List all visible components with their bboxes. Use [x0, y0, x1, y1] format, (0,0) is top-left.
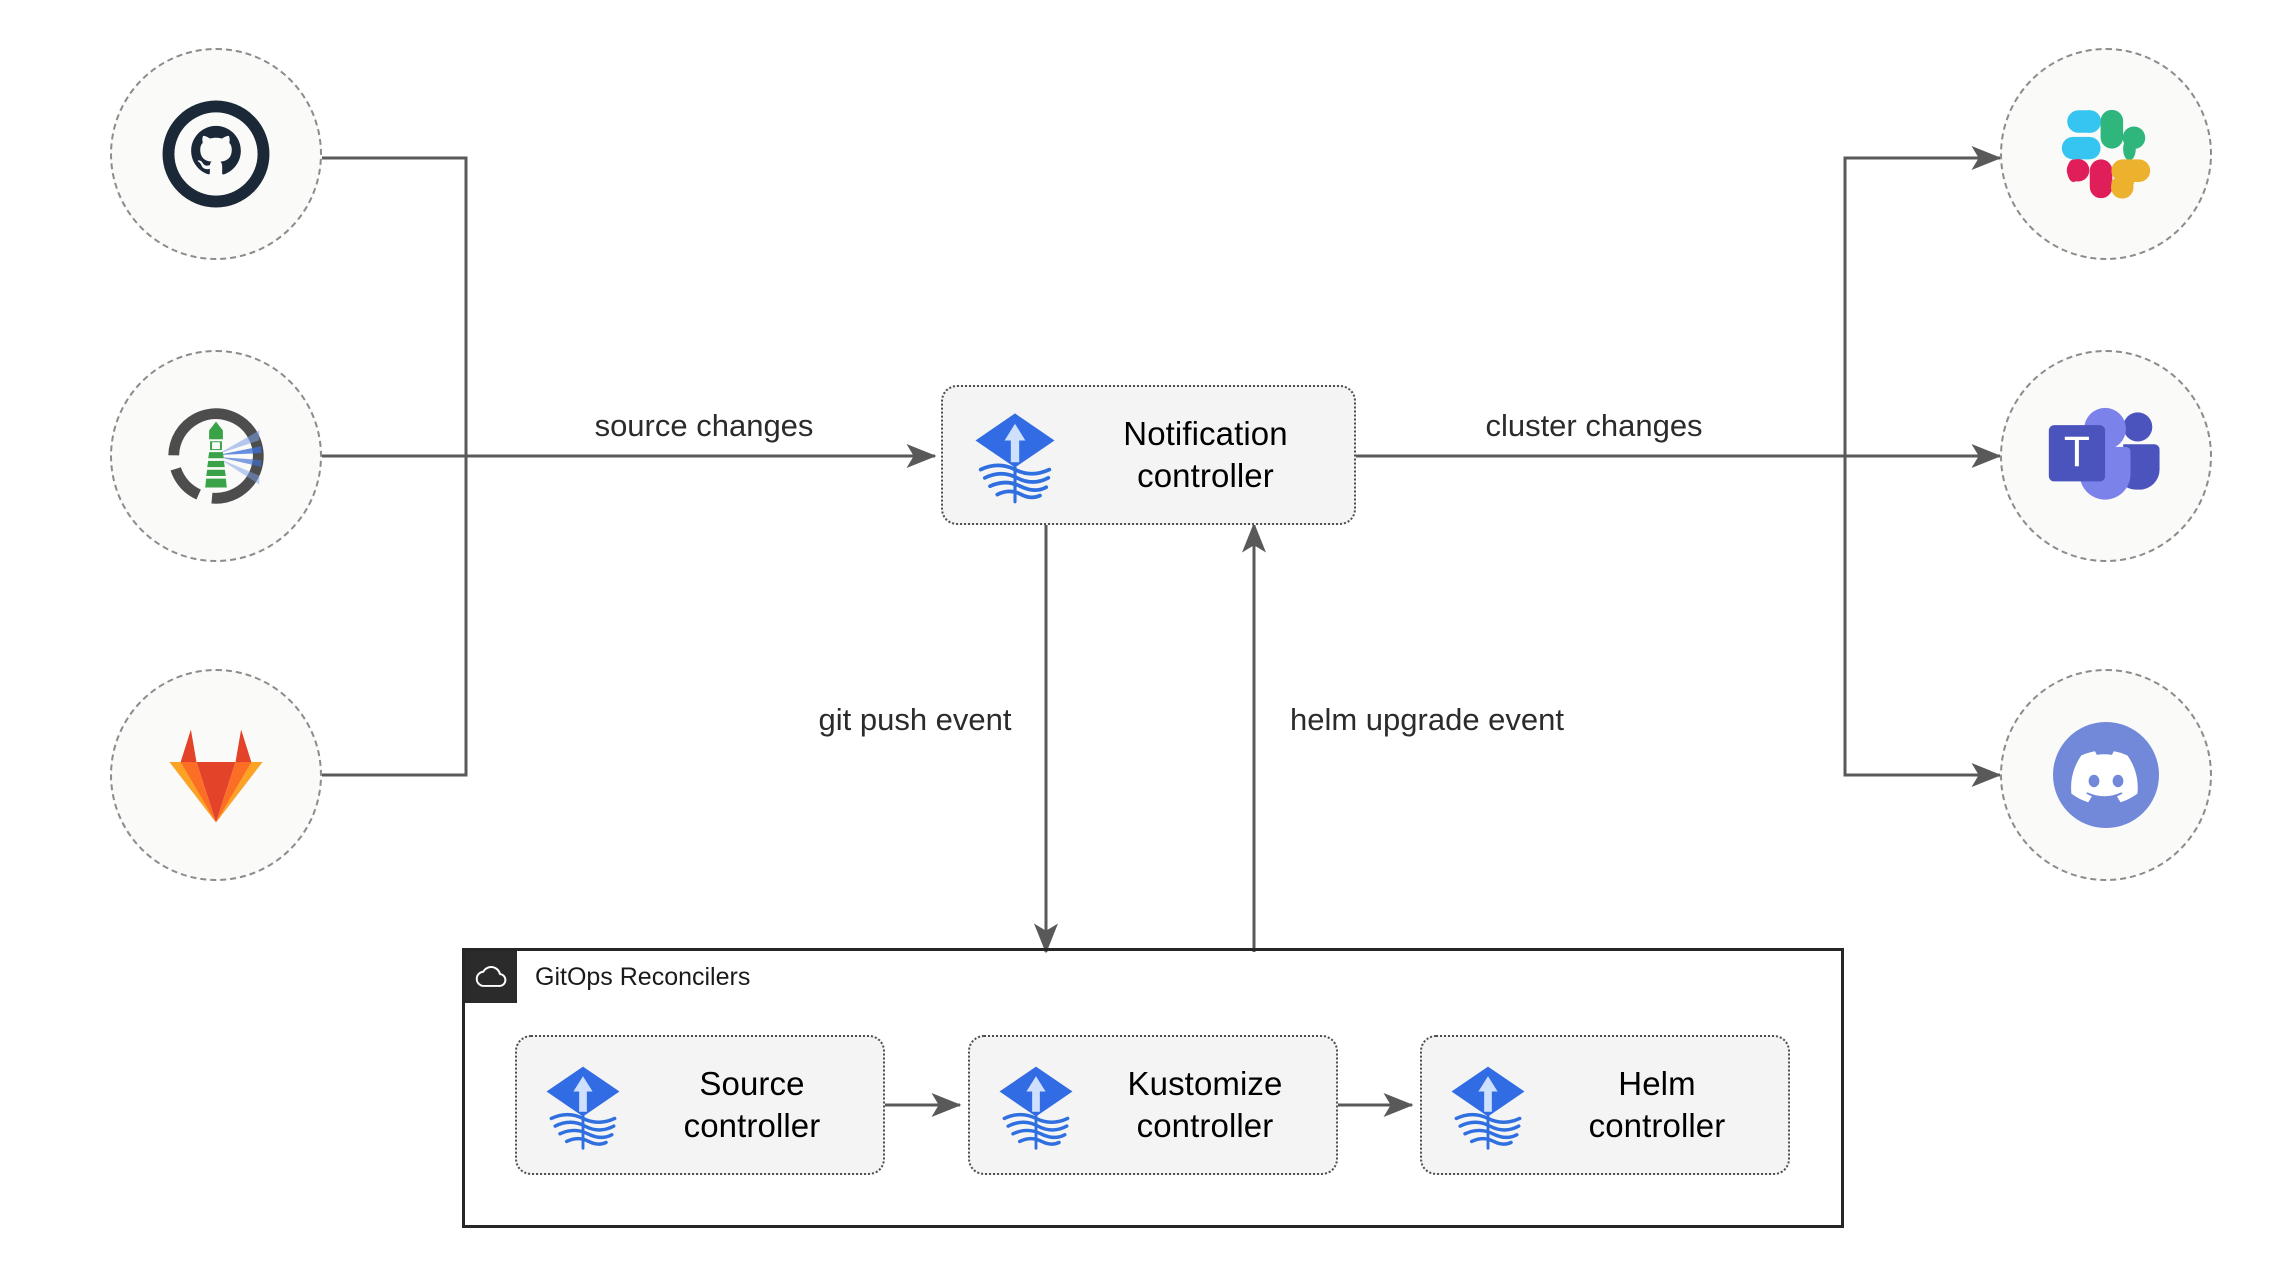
target-node-discord[interactable]	[2000, 669, 2212, 881]
cloud-icon	[465, 951, 517, 1003]
gitops-reconcilers-header: GitOps Reconcilers	[465, 951, 750, 1003]
discord-icon	[2053, 722, 2159, 828]
kustomize-controller-label: Kustomize controller	[1127, 1064, 1283, 1144]
gitops-reconcilers-title: GitOps Reconcilers	[535, 962, 751, 991]
flux-cd-icon	[970, 1057, 1084, 1153]
target-node-slack[interactable]	[2000, 48, 2212, 260]
source-node-gitlab[interactable]	[110, 669, 322, 881]
slack-icon	[2061, 109, 2151, 199]
edge-github-to-notification	[322, 156, 468, 456]
flux-cd-icon	[943, 403, 1067, 507]
gitlab-icon	[169, 729, 263, 823]
edge-label-cluster-changes: cluster changes	[1479, 407, 1709, 445]
helm-controller-label: Helm controller	[1588, 1064, 1726, 1144]
edge-label-git-push-event: git push event	[812, 701, 1018, 739]
edge-cluster-changes-to-slack	[1843, 146, 2002, 456]
kustomize-controller-box[interactable]: Kustomize controller	[968, 1035, 1338, 1175]
helm-controller-box[interactable]: Helm controller	[1420, 1035, 1790, 1175]
github-icon	[162, 100, 270, 208]
source-controller-label: Source controller	[683, 1064, 821, 1144]
microsoft-teams-icon: T	[2048, 407, 2160, 500]
edge-cluster-changes-to-discord	[1843, 456, 2002, 787]
source-node-flux[interactable]	[110, 350, 322, 562]
gitops-reconcilers-group	[462, 948, 1844, 1228]
edge-label-source-changes: source changes	[588, 407, 820, 445]
notification-controller-box[interactable]: Notification controller	[941, 385, 1356, 525]
edge-label-helm-upgrade-event: helm upgrade event	[1283, 701, 1571, 739]
source-node-github[interactable]	[110, 48, 322, 260]
svg-text:T: T	[2064, 428, 2090, 476]
flux-cd-icon	[517, 1057, 631, 1153]
flux-cd-icon	[1422, 1057, 1536, 1153]
flux-lighthouse-icon	[168, 408, 264, 504]
notification-controller-label: Notification controller	[1123, 414, 1288, 494]
edge-gitlab-to-notification	[322, 456, 468, 777]
target-node-teams[interactable]: T	[2000, 350, 2212, 562]
source-controller-box[interactable]: Source controller	[515, 1035, 885, 1175]
